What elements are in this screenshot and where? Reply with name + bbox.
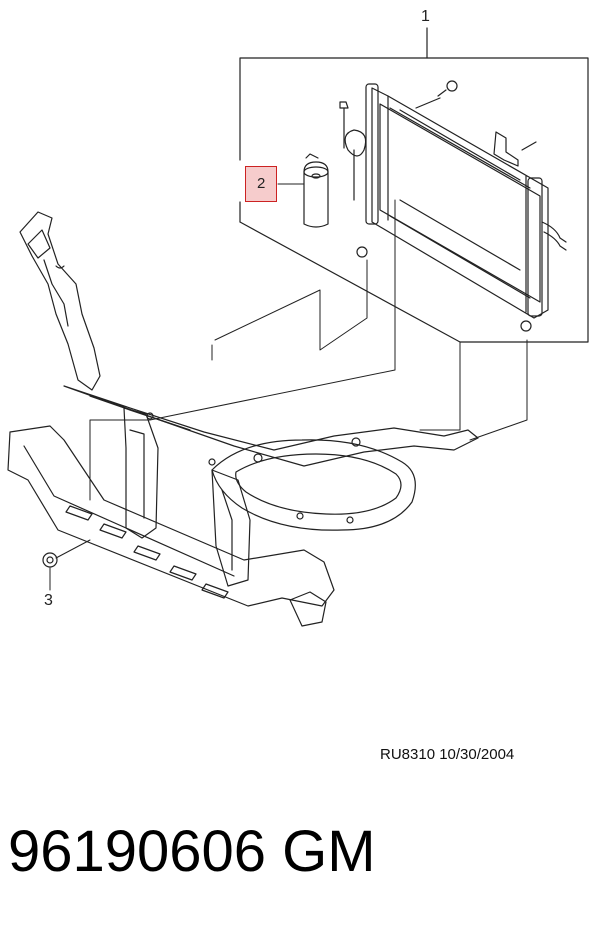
callout-1-label: 1	[421, 8, 430, 25]
leader-lines	[89, 199, 528, 501]
callout-2-highlight[interactable]	[245, 166, 277, 202]
callout-3-label: 3	[44, 592, 53, 609]
callout-2-label[interactable]: 2	[257, 175, 266, 192]
receiver-drier	[277, 153, 329, 228]
assembly-box	[239, 27, 589, 343]
front-frame	[7, 211, 479, 627]
part-number: 96190606 GM	[8, 819, 376, 884]
condenser	[339, 80, 567, 332]
diagram-code: RU8310 10/30/2004	[380, 746, 515, 763]
